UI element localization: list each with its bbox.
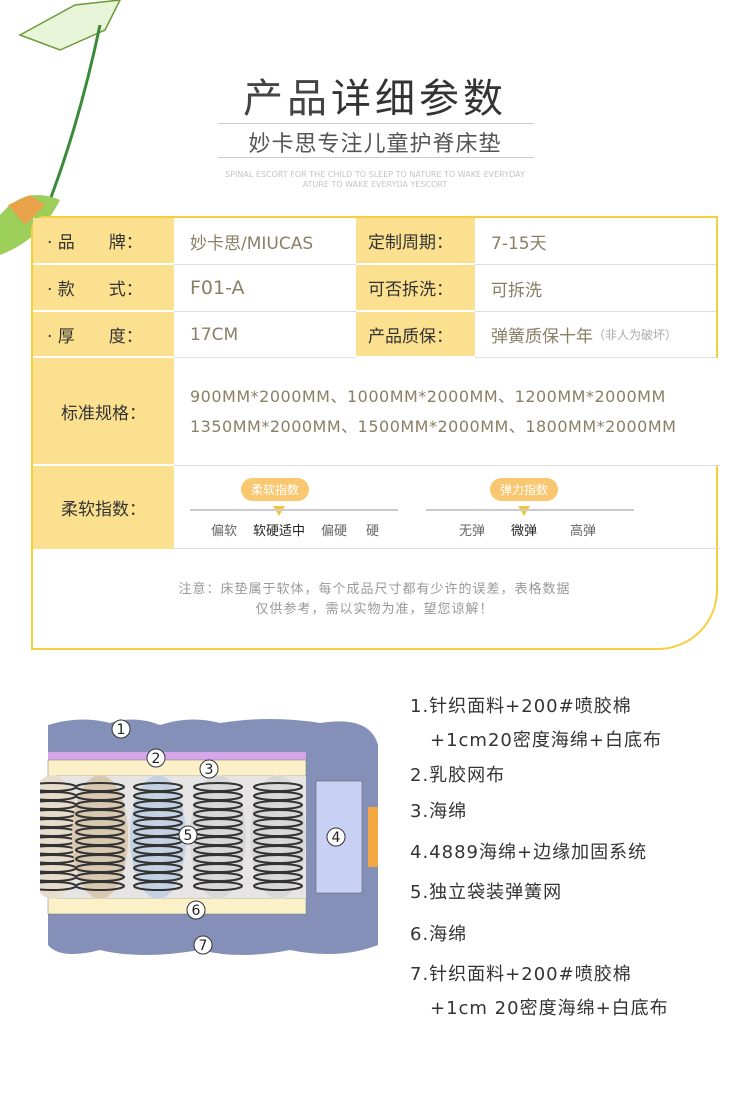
subtitle: 妙卡思专注儿童护脊床垫 [248,132,502,157]
elasticity-option: 高弹 [570,524,597,539]
value-brand: 妙卡思/MIUCAS [174,218,356,265]
disclaimer-line-2: 仅供参考，需以实物为准，望您谅解！ [255,602,494,617]
marker-1: 1 [117,722,126,738]
spring-coil [75,881,125,891]
butterfly-net-illustration-icon [0,0,121,255]
divider [218,157,534,158]
legend-text: 7.针织面料+200#喷胶棉 [410,964,632,985]
spec-line-1: 900MM*2000MM、1000MM*2000MM、1200MM*2000MM [190,386,666,406]
english-tagline-1: SPINAL ESCORT FOR THE CHILD TO SLEEP TO … [225,170,525,179]
softness-option-selected: 软硬适中 [253,524,306,539]
softness-indicator-icon [273,506,285,516]
legend-text: +1cm20密度海绵+白底布 [430,730,662,751]
label-washable: 可否拆洗： [356,265,475,312]
elasticity-option-selected: 微弹 [511,524,538,539]
index-scales: 柔软指数 偏软 软硬适中 偏硬 硬 弹力指数 无弹 微弹 高弹 [174,466,720,549]
elasticity-indicator-icon [518,506,530,516]
label-warranty: 产品质保： [356,312,475,358]
label-softness: 柔软指数： [33,466,174,549]
value-style: F01-A [174,265,356,312]
warranty-text: 弹簧质保十年 [491,327,593,347]
value-cycle: 7-15天 [475,218,716,265]
spec-line-2: 1350MM*2000MM、1500MM*2000MM、1800MM*2000M… [190,416,677,436]
title-bold: 详细参数 [331,76,507,122]
value-thickness: 17CM [174,312,356,358]
softness-option: 硬 [366,524,380,539]
label-thickness: · 厚 度： [33,312,174,358]
legend-text: +1cm 20密度海绵+白底布 [430,998,669,1019]
value-washable: 可拆洗 [475,265,716,312]
legend-item-5: 5.独立袋装弹簧网 [410,882,563,903]
marker-3: 3 [205,762,214,778]
legend-item-2: 2.乳胶网布 [410,765,506,786]
marker-2: 2 [152,751,161,767]
spring-coil [253,881,303,891]
softness-option: 偏硬 [321,524,348,539]
marker-7: 7 [199,938,208,954]
legend-item-4: 4.4889海绵+边缘加固系统 [410,842,648,863]
page-title: 产品详细参数 [0,66,750,124]
disclaimer-line-1: 注意：床垫属于软体，每个成品尺寸都有少许的误差，表格数据 [178,582,571,597]
divider [218,123,534,124]
elasticity-title: 弹力指数 [490,478,559,501]
label-spec: 标准规格： [33,358,174,466]
marker-4: 4 [332,830,341,846]
elasticity-option: 无弹 [459,524,486,539]
softness-title: 柔软指数 [241,478,310,501]
disclaimer: 注意：床垫属于软体，每个成品尺寸都有少许的误差，表格数据 仅供参考，需以实物为准… [33,580,716,620]
legend-text: 1.针织面料+200#喷胶棉 [410,696,632,717]
marker-5: 5 [184,828,193,844]
mattress-cross-section-diagram: 1 2 3 4 5 6 7 [40,719,378,955]
title-light: 产品 [243,76,331,122]
marker-6: 6 [192,903,201,919]
spring-coil [133,881,183,891]
value-warranty: 弹簧质保十年（非人为破坏） [475,312,716,358]
label-cycle: 定制周期： [356,218,475,265]
warranty-note: （非人为破坏） [593,328,678,342]
english-tagline-2: ATURE TO WAKE EVERYDA YESCORT [302,180,448,189]
legend-item-7: 7.针织面料+200#喷胶棉 +1cm 20密度海绵+白底布 [410,960,669,1020]
label-style: · 款 式： [33,265,174,312]
legend-item-6: 6.海绵 [410,924,468,945]
spec-table: · 品 牌： 妙卡思/MIUCAS 定制周期： 7-15天 · 款 式： F01… [31,216,720,650]
label-brand: · 品 牌： [33,218,174,265]
softness-track [190,509,398,511]
elasticity-track [426,509,634,511]
value-spec: 900MM*2000MM、1000MM*2000MM、1200MM*2000MM… [174,358,720,466]
legend-item-1: 1.针织面料+200#喷胶棉 +1cm20密度海绵+白底布 [410,692,662,752]
legend-item-3: 3.海绵 [410,801,468,822]
softness-option: 偏软 [211,524,238,539]
spring-coil [193,881,243,891]
